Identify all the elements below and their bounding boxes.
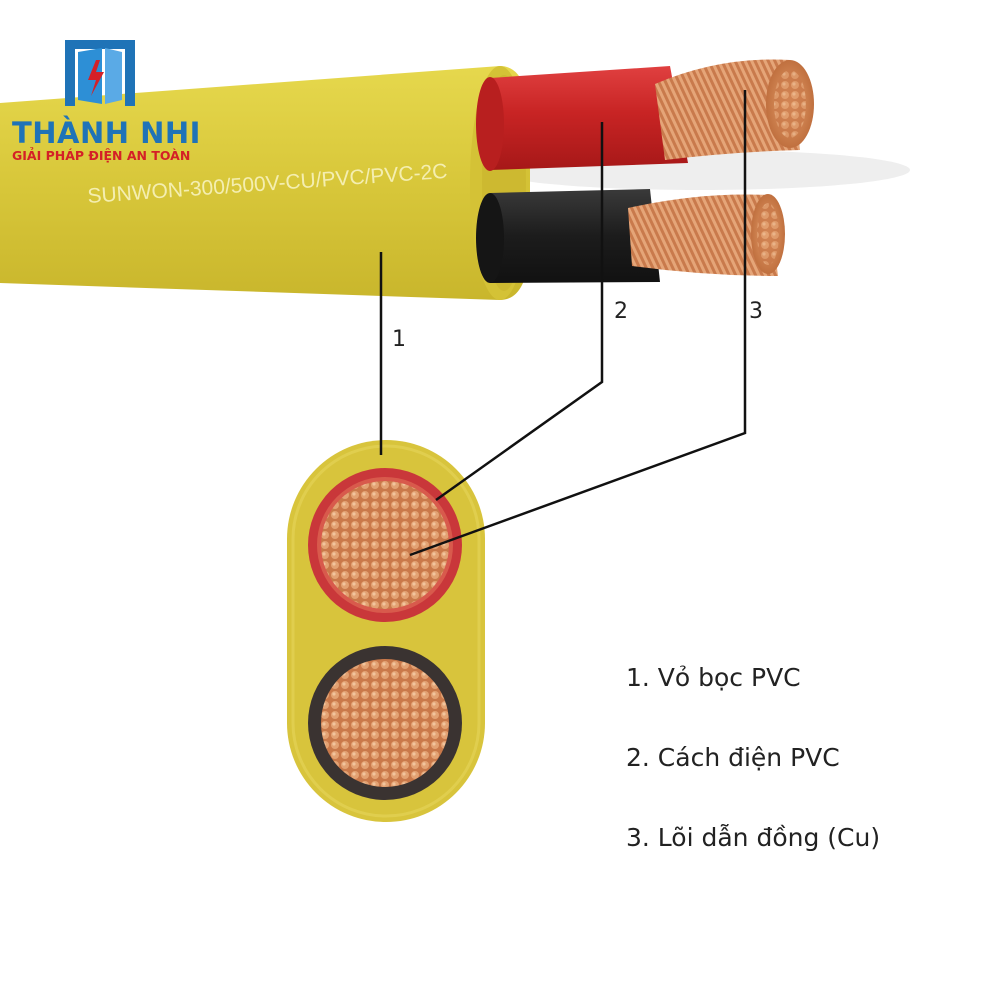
red-insulation xyxy=(490,66,688,170)
callout-number-2: 2 xyxy=(614,299,628,324)
outer-sheath xyxy=(0,66,530,300)
callout-number-3: 3 xyxy=(749,299,763,324)
red-copper-face-strands xyxy=(774,70,806,138)
callout-number-1: 1 xyxy=(392,327,406,352)
black-insulation xyxy=(490,189,660,283)
black-core-section xyxy=(321,659,449,787)
brand-block: THÀNH NHI GIẢI PHÁP ĐIỆN AN TOÀN xyxy=(12,118,201,164)
legend-item-insulation: 2. Cách điện PVC xyxy=(626,743,840,772)
callout-line-2 xyxy=(435,122,604,502)
callout-line-3 xyxy=(409,90,747,557)
legend-item-conductor: 3. Lõi dẫn đồng (Cu) xyxy=(626,823,881,852)
black-insulation-end xyxy=(476,193,504,283)
cross-section-sheath-highlight xyxy=(291,444,481,818)
legend: 1. Vỏ bọc PVC 2. Cách điện PVC 3. Lõi dẫ… xyxy=(626,658,880,898)
red-core-section xyxy=(321,481,449,609)
thanh-nhi-logo-icon xyxy=(65,40,135,106)
red-copper-strands xyxy=(655,59,800,160)
red-insulation-end xyxy=(476,77,504,171)
black-copper-strands xyxy=(628,194,778,276)
legend-item-sheath: 1. Vỏ bọc PVC xyxy=(626,663,801,692)
brand-tagline: GIẢI PHÁP ĐIỆN AN TOÀN xyxy=(12,148,191,163)
black-copper-face-strands xyxy=(757,203,779,265)
brand-name: THÀNH NHI xyxy=(12,116,201,150)
